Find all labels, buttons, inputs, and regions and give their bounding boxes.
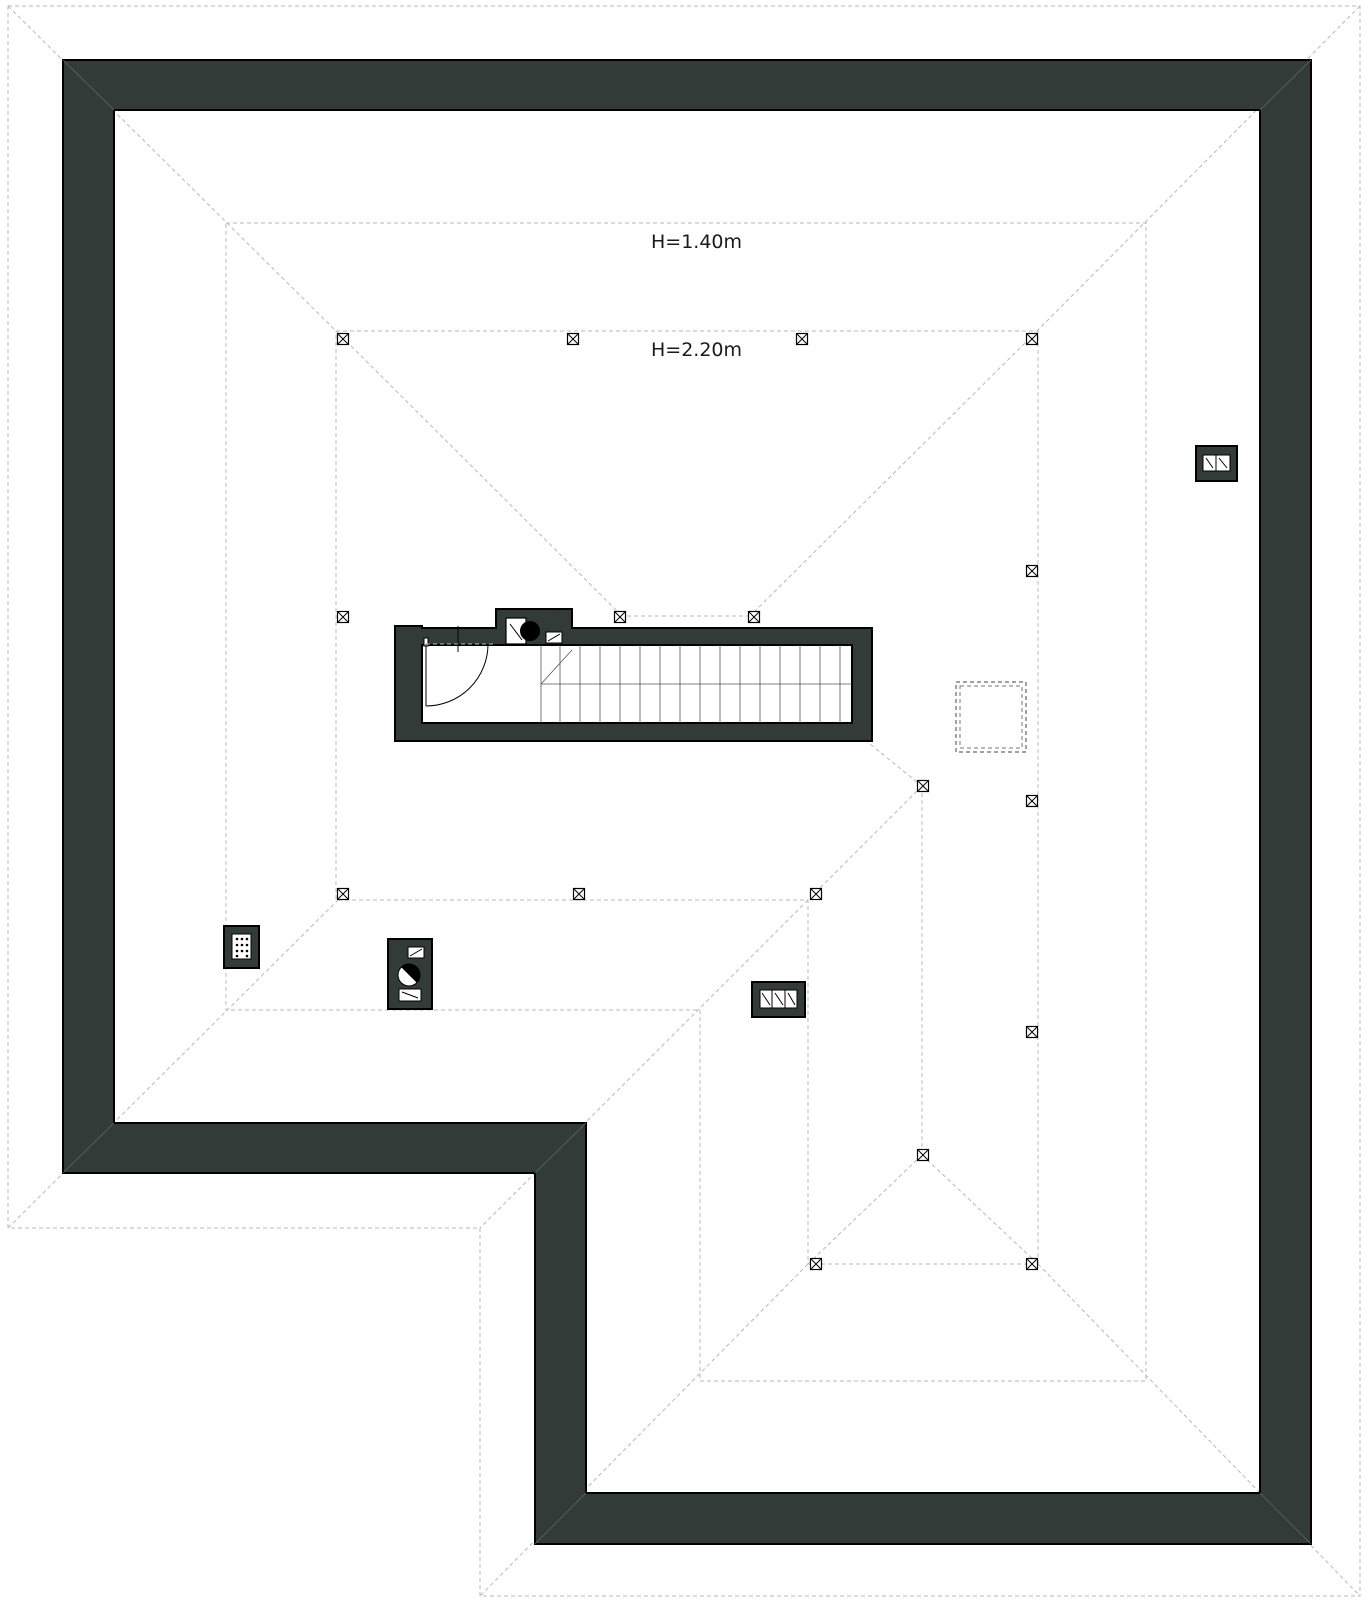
boxed-x-icon xyxy=(1025,332,1039,346)
boxed-x-icon xyxy=(747,610,761,624)
vent-icon xyxy=(223,925,260,969)
boxed-x-icon xyxy=(572,887,586,901)
stairwell xyxy=(394,608,873,742)
boxed-x-icon xyxy=(795,332,809,346)
boxed-x-icon xyxy=(336,887,350,901)
boxed-x-icon xyxy=(809,1257,823,1271)
chimney-icon xyxy=(387,938,433,1010)
stair-icon xyxy=(540,645,852,723)
chimney-icon xyxy=(1195,445,1238,482)
exterior-wall xyxy=(62,59,1312,1545)
roof-hatch-icon xyxy=(955,681,1027,753)
height-label-220: H=2.20m xyxy=(651,339,742,361)
boxed-x-icon xyxy=(336,610,350,624)
ridge-line-140 xyxy=(225,222,1147,1382)
wall-corner-marks xyxy=(62,59,1312,1545)
roof-hatch-inner xyxy=(959,685,1023,749)
boxed-x-icon xyxy=(566,332,580,346)
boxed-x-icon xyxy=(916,779,930,793)
boxed-x-icon xyxy=(1025,794,1039,808)
boxed-x-icon xyxy=(916,1148,930,1162)
boxed-x-icon xyxy=(613,610,627,624)
door-swing-icon xyxy=(423,626,496,707)
chimney-icon xyxy=(505,617,563,645)
boxed-x-icon xyxy=(1025,1025,1039,1039)
boxed-x-icon xyxy=(809,887,823,901)
chimney-icon xyxy=(751,981,806,1018)
boxed-x-icon xyxy=(336,332,350,346)
posts xyxy=(336,332,1039,1271)
height-label-140: H=1.40m xyxy=(651,231,742,253)
boxed-x-icon xyxy=(1025,564,1039,578)
boxed-x-icon xyxy=(1025,1257,1039,1271)
